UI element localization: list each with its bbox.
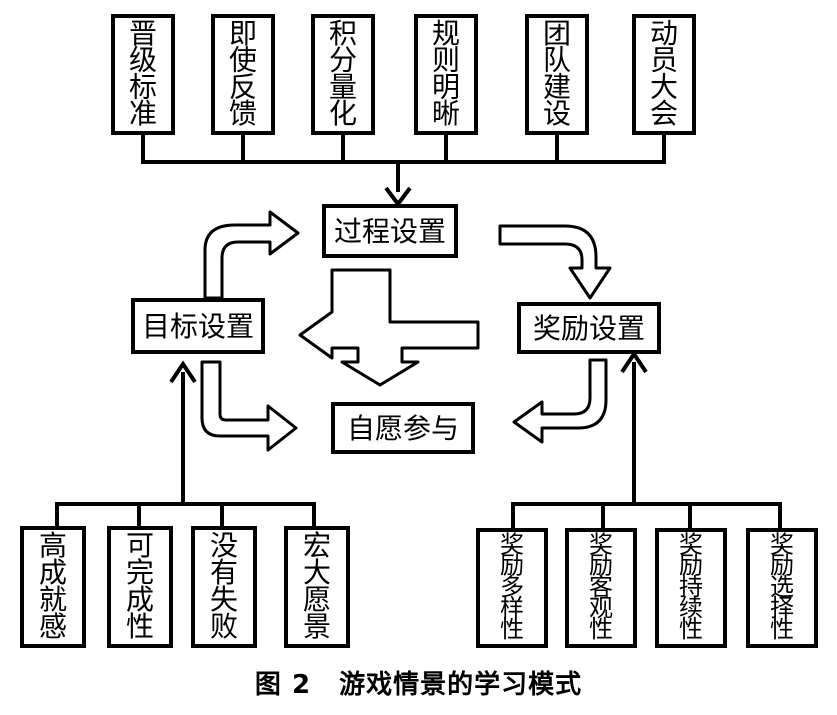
top-item-5-frame	[525, 14, 589, 135]
reward-setting-box-label: 奖励设置	[533, 312, 645, 345]
top-item-4: 规则明晰	[414, 14, 478, 135]
top-item-5: 团队建设	[525, 14, 589, 135]
top-item-1-label: 晋级标准	[129, 17, 157, 130]
bottom-right-item-2-frame	[565, 528, 637, 648]
bottom-left-item-3-label: 没有失败	[210, 529, 238, 643]
voluntary-participation-box-frame	[331, 402, 475, 454]
figure-title: 游戏情景的学习模式	[339, 670, 583, 700]
top-item-4-frame	[414, 14, 478, 135]
bottom-right-item-1-label: 奖励多样性	[500, 530, 524, 643]
bottom-left-item-4: 宏大愿景	[284, 526, 350, 648]
figure-caption: 图 2 游戏情景的学习模式	[0, 664, 837, 701]
reward-setting-box-frame	[517, 302, 661, 354]
bottom-right-item-1-frame	[476, 528, 548, 648]
process-setting-box-frame	[322, 204, 458, 258]
connector-lines	[55, 133, 782, 530]
bottom-right-item-2-label: 奖励客观性	[589, 530, 613, 643]
top-item-4-label: 规则明晰	[432, 17, 460, 130]
bottom-left-item-1-frame	[20, 526, 86, 648]
top-item-6: 动员大会	[632, 14, 696, 135]
bottom-left-item-2-label: 可完成性	[126, 529, 154, 643]
hollow-arrows	[200, 210, 612, 452]
goal-setting-box-label: 目标设置	[142, 310, 254, 343]
bottom-right-item-1: 奖励多样性	[476, 528, 548, 648]
top-item-2-frame	[211, 14, 275, 135]
bottom-left-item-2: 可完成性	[107, 526, 173, 648]
bottom-left-item-4-frame	[284, 526, 350, 648]
top-item-3-frame	[311, 14, 375, 135]
top-item-2-label: 即使反馈	[229, 17, 257, 130]
goal-to-process-arrow	[203, 210, 300, 300]
bottom-left-item-1: 高成就感	[20, 526, 86, 648]
reward-to-voluntary-arrow	[512, 358, 608, 444]
bottom-right-item-3-frame	[655, 528, 727, 648]
bottom-left-item-3: 没有失败	[191, 526, 257, 648]
bottom-left-item-2-frame	[107, 526, 173, 648]
goal-setting-box: 目标设置	[131, 298, 265, 354]
top-item-5-label: 团队建设	[543, 17, 571, 130]
goal-setting-box-frame	[131, 298, 265, 354]
bottom-right-item-4-frame	[746, 528, 818, 648]
bottom-right-item-3: 奖励持续性	[655, 528, 727, 648]
top-item-2: 即使反馈	[211, 14, 275, 135]
top-item-3: 积分量化	[311, 14, 375, 135]
bottom-left-item-3-frame	[191, 526, 257, 648]
process-setting-box: 过程设置	[322, 204, 458, 258]
process-center-split-arrow	[298, 268, 480, 387]
bottom-right-item-4-label: 奖励选择性	[770, 530, 794, 643]
top-item-6-frame	[632, 14, 696, 135]
reward-setting-box: 奖励设置	[517, 302, 661, 354]
figure-number: 图 2	[254, 670, 312, 700]
top-item-3-label: 积分量化	[329, 17, 357, 130]
process-setting-box-label: 过程设置	[334, 215, 446, 248]
voluntary-participation-box-label: 自愿参与	[347, 412, 459, 445]
top-item-1-frame	[111, 14, 175, 135]
top-item-1: 晋级标准	[111, 14, 175, 135]
bottom-right-item-2: 奖励客观性	[565, 528, 637, 648]
voluntary-participation-box: 自愿参与	[331, 402, 475, 454]
bottom-left-item-1-label: 高成就感	[39, 529, 67, 643]
bottom-left-arrowhead	[169, 360, 197, 384]
top-item-6-label: 动员大会	[650, 17, 678, 130]
bottom-right-item-4: 奖励选择性	[746, 528, 818, 648]
bottom-right-item-3-label: 奖励持续性	[679, 530, 703, 643]
bottom-left-item-4-label: 宏大愿景	[303, 529, 331, 643]
goal-to-voluntary-arrow	[200, 360, 298, 452]
process-to-reward-arrow	[498, 224, 612, 300]
